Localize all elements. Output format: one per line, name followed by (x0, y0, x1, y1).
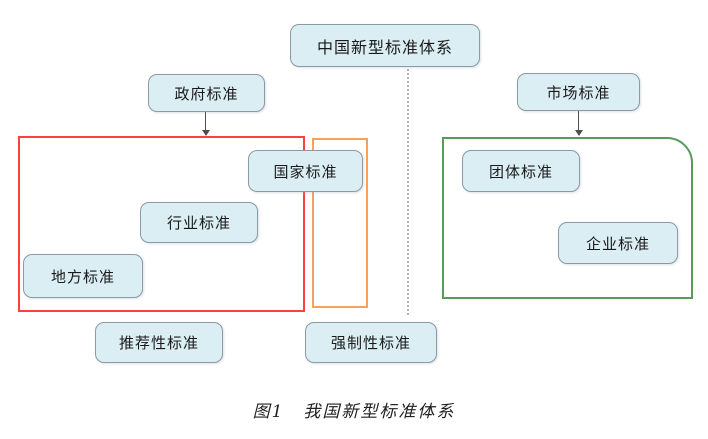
government-arrow-head (202, 130, 210, 136)
market-standards-frame (442, 137, 693, 299)
government-arrow-line (205, 112, 206, 131)
node-market-standard: 市场标准 (517, 73, 640, 111)
node-local-standard: 地方标准 (23, 254, 143, 298)
government-standards-frame (18, 136, 305, 312)
node-root: 中国新型标准体系 (290, 24, 480, 67)
figure-caption: 图1 我国新型标准体系 (252, 402, 456, 422)
node-group-standard: 团体标准 (462, 150, 580, 192)
node-enterprise-standard: 企业标准 (558, 222, 678, 264)
root-divider-dotted-line (407, 69, 409, 315)
market-arrow-line (578, 111, 579, 131)
node-industry-standard: 行业标准 (140, 202, 258, 243)
node-government-standard: 政府标准 (148, 74, 265, 112)
node-mandatory-standard: 强制性标准 (305, 322, 437, 363)
market-arrow-head (575, 130, 583, 136)
node-national-standard: 国家标准 (248, 150, 363, 192)
mandatory-standards-frame (312, 138, 368, 308)
node-recommended-standard: 推荐性标准 (95, 322, 223, 363)
